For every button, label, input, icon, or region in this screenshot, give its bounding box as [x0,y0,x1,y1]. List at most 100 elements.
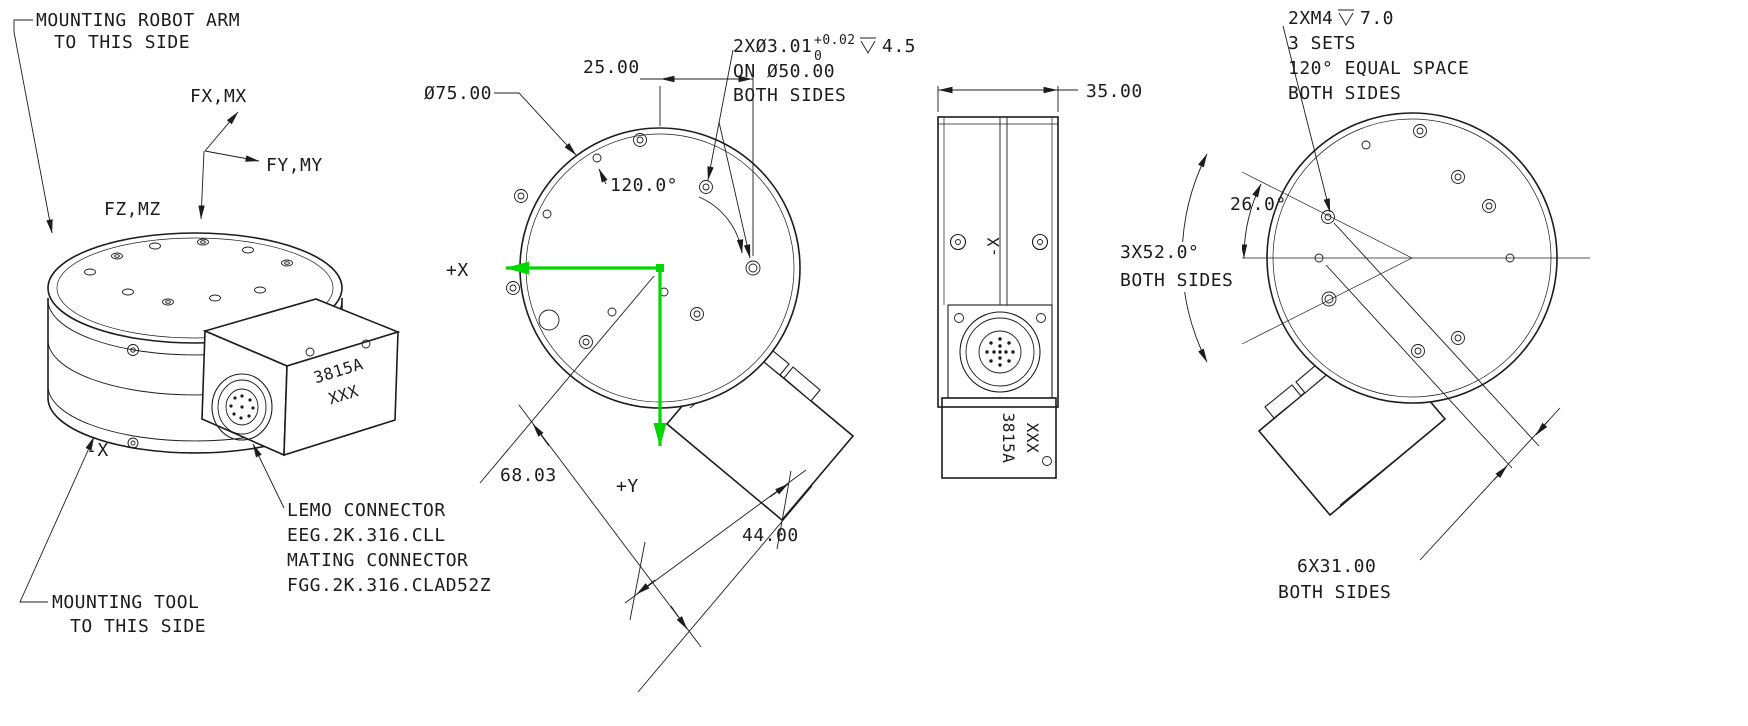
angle-26: 26.0° [1230,183,1287,259]
plus-x-label: +X [446,260,469,281]
lemo-connector-outer [211,373,273,441]
leader-hole-callout-1 [707,49,734,181]
neg-x-feature [127,437,139,449]
lemo-note-4: FGG.2K.316.CLAD52Z [287,575,491,596]
depth-symbol-2 [1338,9,1354,26]
side-body-outline [937,116,1059,408]
lemo-pins [229,394,255,420]
dim-44-label: 44.00 [742,525,799,546]
lemo-note-1: LEMO CONNECTOR [287,500,446,521]
side-view: -X 3815A XXX [937,81,1143,479]
side-lower-block: 3815A XXX [941,397,1057,479]
dim-68-label: 68.03 [500,465,557,486]
depth-symbol [860,37,876,54]
tap-depth-value: 7.0 [1360,8,1394,29]
body-screw [127,344,139,356]
side-connector [947,304,1053,399]
body-screw-inner [130,347,136,353]
hole-callout: 2XØ3.01 +0.02 0 4.5 ON Ø50.00 BOTH SIDES [707,33,916,259]
side-connector-screw-2 [1036,313,1046,323]
plus-y-label: +Y [616,476,639,497]
hole-tol-plus: +0.02 [814,33,856,48]
box-screw-1 [305,347,315,357]
angle-120-label: 120.0° [610,175,678,196]
hole-note-3: BOTH SIDES [733,85,846,106]
force-axes: FX,MX FY,MY FZ,MZ [104,86,323,220]
leader-mounting-tool [19,436,95,603]
model-label-side-2: XXX [1023,423,1042,453]
neg-x-label-side: -X [984,237,1003,257]
dimension-68: 68.03 [479,275,813,693]
dim-25-label: 25.00 [583,57,640,78]
angle-line-lower [1241,257,1413,345]
dimension-31: 6X31.00 BOTH SIDES [1278,222,1561,603]
angle-26-label: 26.0° [1230,194,1287,215]
tap-note-3: 120° EQUAL SPACE [1288,58,1469,79]
dimension-44: 44.00 [624,469,807,621]
tap-note-1: 2XM4 [1288,8,1333,29]
tap-callout: 2XM4 7.0 3 SETS 120° EQUAL SPACE BOTH SI… [1282,8,1469,213]
right-holes [1314,124,1515,358]
side-feature-right-inner [1037,239,1043,245]
box-right-face [283,330,399,457]
leader-mounting-robot-arm [13,19,53,234]
dimension-35: 35.00 [937,81,1143,112]
angle-52: 3X52.0° BOTH SIDES [1114,153,1242,363]
lemo-note-2: EEG.2K.316.CLL [287,525,446,546]
tap-note-2: 3 SETS [1288,33,1356,54]
angle-120: 120.0° [598,168,744,254]
axes-origin [656,264,664,272]
top-plate-inner [56,237,334,339]
box-edge-line-right [1339,439,1421,506]
lemo-note-3: MATING CONNECTOR [287,550,468,571]
neg-x-feature-inner [130,440,136,446]
hole-note-1: 2XØ3.01 [733,36,812,57]
fx-label: FX,MX [190,86,247,107]
side-feature-right [1031,233,1049,251]
side-lower-screw [1042,456,1052,466]
fz-label: FZ,MZ [104,199,161,220]
dimension-25: 25.00 [583,57,754,256]
side-connector-pins [985,337,1015,367]
dim-35-label: 35.00 [1086,81,1143,102]
leader-dia-75 [494,92,577,156]
hole-tol-zero: 0 [814,49,822,64]
model-label-side: 3815A [999,413,1018,464]
box-flange-right-1 [1264,384,1302,419]
box-flange-2 [783,366,821,402]
top-face-holes [84,238,293,306]
hole-depth-value: 4.5 [882,36,916,57]
angle-52-note: BOTH SIDES [1120,270,1233,291]
neg-x-label-iso: -X [86,440,109,461]
leader-lemo-connector [252,443,285,509]
leader-hole-callout-2 [718,121,751,259]
dowel-hole [748,263,758,273]
note-mounting-tool-1: MOUNTING TOOL [52,592,199,613]
iso-view: 3815A XXX MOUNTING ROBOT ARM TO THIS SID… [13,10,491,637]
dia-75-label: Ø75.00 [424,83,492,104]
fx-arrow [204,111,239,152]
leader-tap-note [1282,25,1331,213]
dim-31-label: 6X31.00 [1297,556,1376,577]
front-view: Ø75.00 25.00 2XØ3.01 +0.02 0 4.5 ON Ø50.… [424,33,916,693]
note-mounting-robot-arm-1: MOUNTING ROBOT ARM [36,10,240,31]
note-mounting-tool-2: TO THIS SIDE [70,616,206,637]
connector-box-iso: 3815A XXX [201,298,401,457]
fy-arrow [204,150,260,162]
note-mounting-robot-arm-2: TO THIS SIDE [54,32,190,53]
lemo-connector-inner [225,388,259,426]
hole-note-2: ON Ø50.00 [733,61,835,82]
right-view: 2XM4 7.0 3 SETS 120° EQUAL SPACE BOTH SI… [1114,8,1590,603]
dim-31-note: BOTH SIDES [1278,582,1391,603]
fz-arrow [198,150,205,220]
side-feature-left-inner [955,239,961,245]
box-screw-2 [361,339,371,349]
sensor-axes: +X +Y [446,260,667,497]
lemo-connector-mid [217,379,267,435]
angle-line-upper [1241,171,1413,259]
side-connector-screw-1 [954,313,964,323]
fy-label: FY,MY [266,155,323,176]
angle-52-mask [1114,242,1242,292]
